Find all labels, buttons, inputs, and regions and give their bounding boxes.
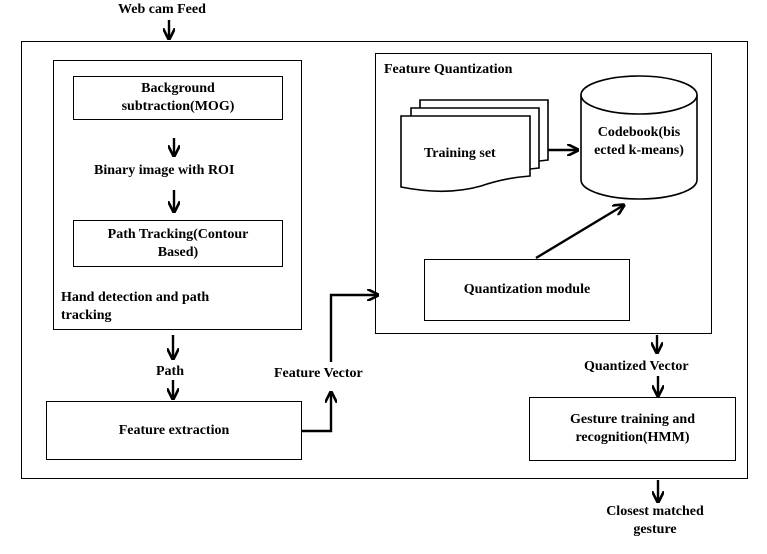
arrow-module-codebook [535,205,624,260]
path-tracking-box: Path Tracking(Contour Based) [73,220,283,267]
quantized-vector-label: Quantized Vector [584,359,689,374]
codebook-label: Codebook(bis ected k-means) [594,125,684,158]
binary-image-label: Binary image with ROI [94,163,235,178]
feature-quantization-title: Feature Quantization [384,62,513,77]
background-subtraction-text: Background subtraction(MOG) [121,81,235,114]
closest-matched-gesture-label: Closest matched gesture [606,504,704,537]
path-label: Path [156,364,184,379]
arrow-extraction-vector [302,392,331,433]
feature-extraction-box: Feature extraction [46,401,302,460]
feature-vector-label: Feature Vector [274,366,363,381]
hand-detection-frame [53,60,302,330]
path-tracking-text: Path Tracking(Contour Based) [107,226,249,260]
hand-detection-title: Hand detection and path tracking [61,290,210,323]
training-set-document-stack [400,99,549,193]
feature-extraction-text: Feature extraction [118,422,230,438]
webcam-feed-label: Web cam Feed [118,2,206,17]
background-subtraction-box: Background subtraction(MOG) [73,76,283,120]
gesture-training-box: Gesture training and recognition(HMM) [529,397,736,461]
quantization-module-text: Quantization module [463,282,591,297]
quantization-module-box: Quantization module [424,259,630,321]
outer-system-frame [21,41,748,479]
codebook-cylinder [580,75,698,200]
gesture-training-text: Gesture training and recognition(HMM) [570,412,695,445]
training-set-label: Training set [424,146,496,161]
arrow-vector-quantization [329,295,378,362]
feature-quantization-frame [375,53,712,334]
